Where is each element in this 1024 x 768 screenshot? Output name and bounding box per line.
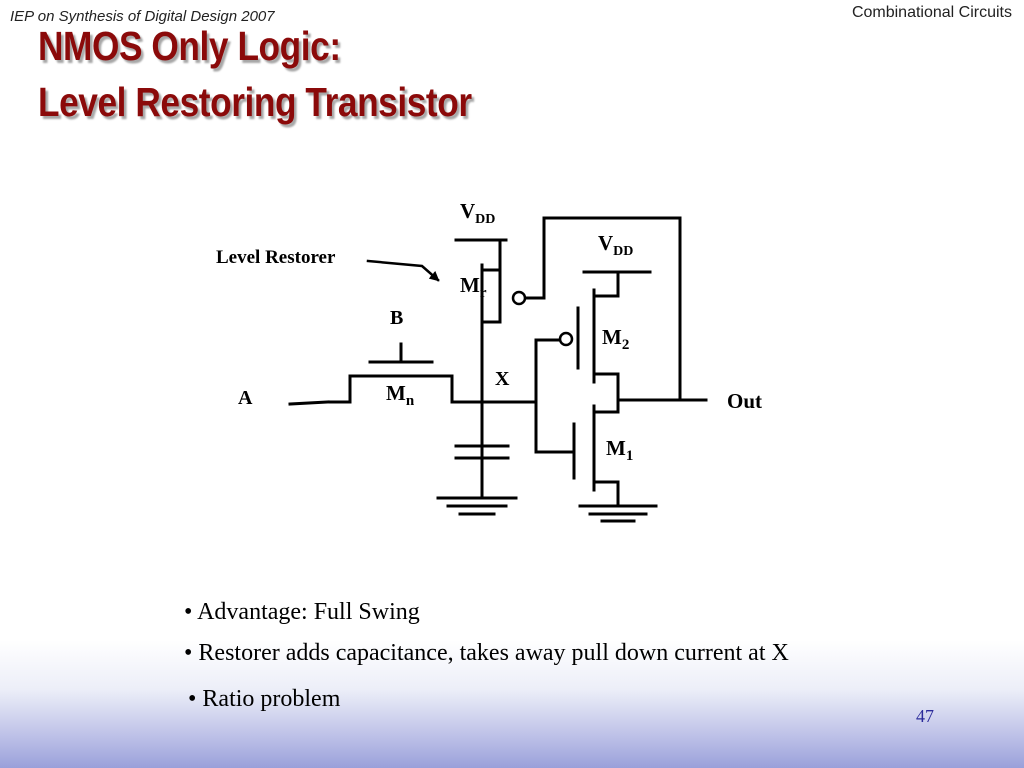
bullet-item-3: • Ratio problem [188, 686, 341, 712]
label-x: X [495, 368, 510, 390]
slide-title: NMOS Only Logic: Level Restoring Transis… [38, 18, 472, 130]
input-a-wire [288, 400, 330, 406]
header-section-title: Combinational Circuits [851, 4, 1012, 21]
label-level-restorer: Level Restorer [216, 247, 336, 268]
mr-gate-bubble [511, 290, 527, 306]
label-b: B [390, 307, 403, 329]
m2-gate-bubble [558, 331, 574, 347]
slide-title-line1: NMOS Only Logic: [38, 23, 341, 69]
label-mr: Mr [460, 273, 487, 301]
label-out: Out [727, 389, 762, 413]
label-mn: Mn [386, 381, 415, 409]
bullet-item-1: • Advantage: Full Swing [184, 599, 420, 625]
label-m2: M2 [602, 325, 629, 353]
header-course-title: IEP on Synthesis of Digital Design 2007 [10, 8, 275, 25]
level-restorer-arrow [366, 259, 440, 282]
page-number: 47 [916, 706, 934, 726]
label-vdd-2: VDD [598, 231, 633, 259]
bullet-item-2: • Restorer adds capacitance, takes away … [184, 640, 789, 666]
label-a: A [238, 387, 253, 409]
slide-title-line2: Level Restoring Transistor [38, 79, 472, 125]
label-m1: M1 [606, 436, 633, 464]
label-vdd-1: VDD [460, 199, 495, 227]
